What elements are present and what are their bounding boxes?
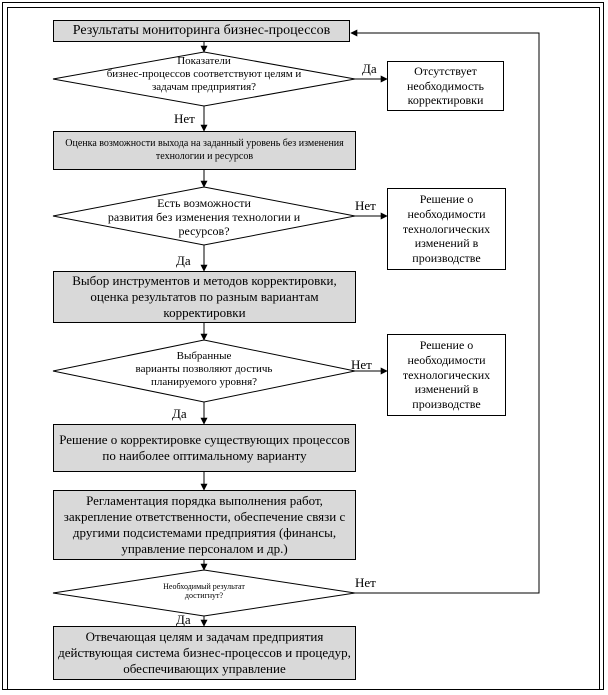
- decision-text-2: Есть возможности развития без изменения …: [107, 196, 301, 239]
- box-tech-change-decision-1: Решение о необходимости технологических …: [387, 188, 506, 270]
- box-choose-tools-methods: Выбор инструментов и методов корректиров…: [53, 271, 356, 323]
- inner-frame: [7, 7, 600, 690]
- box-tech-change-decision-2: Решение о необходимости технологических …: [387, 334, 506, 416]
- box-final-system: Отвечающая целям и задачам предприятия д…: [53, 626, 356, 680]
- decision-text-4: Необходимый результат достигнут?: [163, 582, 245, 601]
- box-no-correction-needed: Отсутствует необходимость корректировки: [387, 61, 504, 111]
- box-assess-possibility: Оценка возможности выхода на заданный ур…: [53, 131, 356, 170]
- label-d4-no: Нет: [355, 575, 376, 590]
- label-d1-yes: Да: [362, 61, 377, 76]
- label-d3-yes: Да: [172, 406, 187, 421]
- box-correction-decision: Решение о корректировке существующих про…: [53, 424, 356, 472]
- arrow-d4-no-loop: [350, 29, 540, 594]
- decision-text-3: Выбранные варианты позволяют достичь пла…: [135, 350, 273, 388]
- decision-text-1: Показатели бизнес-процессов соответствую…: [106, 55, 302, 93]
- label-d2-no: Нет: [355, 198, 376, 213]
- box-regulation: Регламентация порядка выполнения работ, …: [53, 490, 356, 560]
- label-d3-no: Нет: [351, 357, 372, 372]
- label-d4-yes: Да: [176, 612, 191, 627]
- label-d1-no: Нет: [174, 111, 195, 126]
- label-d2-yes: Да: [176, 253, 191, 268]
- box-monitoring-results: Результаты мониторинга бизнес-процессов: [53, 20, 350, 42]
